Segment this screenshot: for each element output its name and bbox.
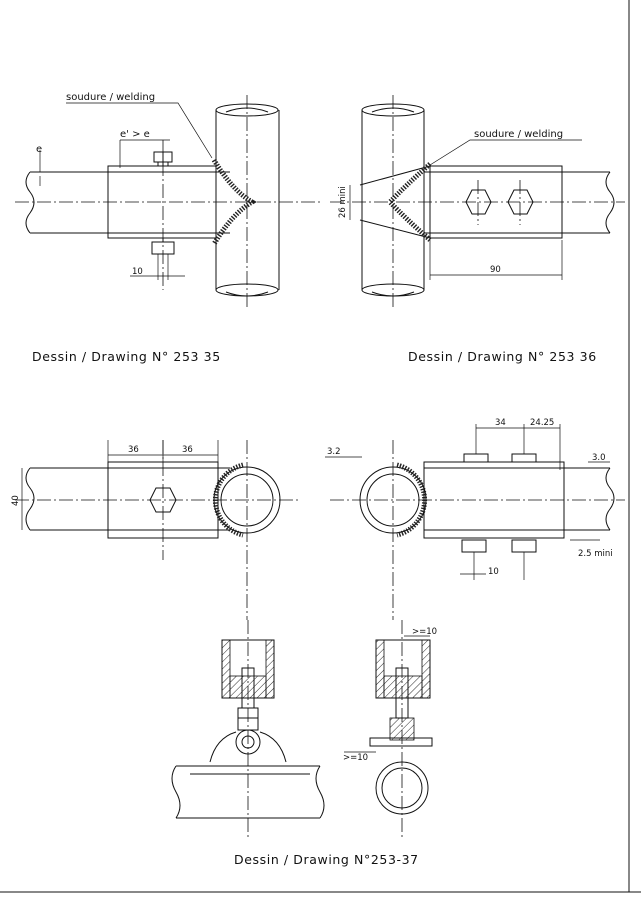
drawing-2-dim-min: 26 mini [338,186,348,218]
drawing-4-dim-bolt: 10 [488,567,499,577]
drawing-middle-right: 34 24.25 3.2 3.0 2.5 mini 10 [325,418,625,620]
drawing-2-dim-length: 90 [490,265,501,275]
drawing-4-dim-min: 2.5 mini [578,549,613,559]
drawing-1-thickness-label: e [36,144,42,155]
drawing-1-weld-note: soudure / welding [66,92,155,103]
drawing-2-weld-note: soudure / welding [474,129,563,140]
drawing-5-caption: Dessin / Drawing N°253-37 [234,852,419,867]
drawing-3-dim-height: 40 [11,495,21,506]
drawing-4-dim-c: 3.0 [592,453,606,463]
drawing-4-dim-gap: 3.2 [327,447,341,457]
drawing-5-dim-clear-side: >=10 [343,753,368,763]
drawing-middle-left: 36 36 40 [11,440,300,620]
drawing-253-35: soudure / welding e' > e e 10 Dessin / D… [15,92,320,364]
drawing-1-wall-note: e' > e [120,129,150,140]
drawing-253-37: >=10 >=10 Dessin / Drawing N°253-37 [171,620,437,867]
drawing-2-caption: Dessin / Drawing N° 253 36 [408,349,597,364]
drawing-253-36: 90 26 mini soudure / welding Dessin / Dr… [330,95,625,364]
drawing-4-dim-a: 34 [495,418,506,428]
drawing-5-dim-clear-top: >=10 [412,627,437,637]
drawing-1-caption: Dessin / Drawing N° 253 35 [32,349,221,364]
drawing-3-dim-right: 36 [182,445,193,455]
drawing-3-dim-left: 36 [128,445,139,455]
drawing-4-dim-b: 24.25 [530,418,554,428]
drawing-1-dim-bolt-offset: 10 [132,267,143,277]
